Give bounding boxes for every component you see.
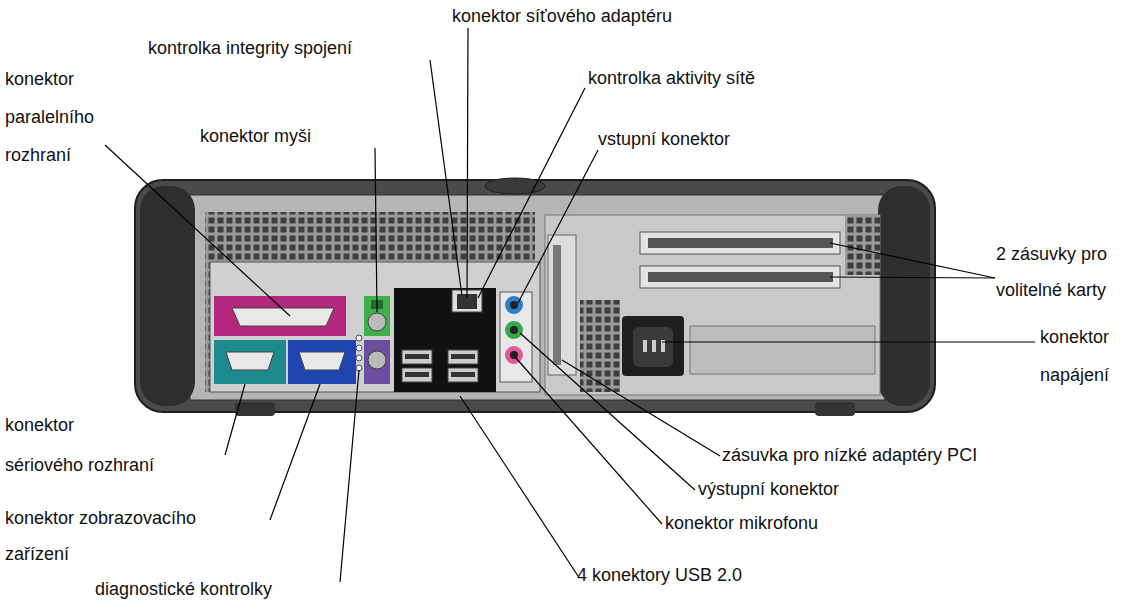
chassis-part <box>205 212 535 392</box>
card-bay-part <box>548 235 576 375</box>
io-panel-part <box>448 350 478 364</box>
chassis-part <box>878 186 930 406</box>
io-panel-part <box>510 351 518 359</box>
chassis-part <box>235 402 275 416</box>
callout-label: konektor zobrazovacího zařízení <box>5 500 205 572</box>
io-panel-part <box>510 326 518 334</box>
io-panel-part <box>368 351 386 369</box>
leader-lines-part <box>662 341 1035 342</box>
card-bay-part <box>553 245 561 365</box>
io-panel-part <box>500 292 532 382</box>
io-panel-part <box>394 288 496 392</box>
io-panel-part <box>214 340 286 384</box>
callout-label: konektor síťového adaptéru <box>452 4 752 28</box>
card-bay-part <box>545 215 880 395</box>
callout-label: konektor mikrofonu <box>665 511 925 535</box>
io-panel-part <box>210 262 540 392</box>
card-bay-part <box>640 232 840 254</box>
chassis-part <box>140 186 195 406</box>
power-connector-part <box>690 326 875 374</box>
callout-label: konektor myši <box>200 124 400 148</box>
power-connector-part <box>652 340 656 352</box>
chassis-part <box>135 180 935 412</box>
callout-label: 2 zásuvky pro volitelné karty <box>996 236 1129 308</box>
io-panel-part <box>288 340 356 384</box>
power-connector-part <box>643 340 647 352</box>
leader-lines-part <box>478 88 585 298</box>
callout-label: kontrolka aktivity sítě <box>588 66 848 90</box>
io-panel-part <box>451 372 475 377</box>
io-panel <box>210 262 540 392</box>
chassis-part <box>815 402 855 416</box>
callout-label: výstupní konektor <box>698 477 958 501</box>
card-bay-part <box>648 272 833 282</box>
io-panel-part <box>405 354 429 359</box>
card-bay <box>545 215 880 395</box>
leader-lines-part <box>375 148 377 312</box>
io-panel-part <box>232 308 334 326</box>
leader-lines-part <box>225 384 245 455</box>
callout-label: zásuvka pro nízké adaptéry PCI <box>722 443 1082 467</box>
io-panel-part <box>356 355 362 361</box>
card-bay-part <box>580 300 620 392</box>
io-panel-part <box>226 352 274 370</box>
callout-label: konektor sériového rozhraní <box>5 405 155 485</box>
callout-label: vstupní konektor <box>598 127 818 151</box>
io-panel-part <box>505 321 523 339</box>
io-panel-part <box>368 313 386 331</box>
leader-lines-part <box>460 396 578 576</box>
card-bay-part <box>640 266 840 288</box>
leader-lines-part <box>516 358 662 524</box>
io-panel-part <box>356 345 362 351</box>
leader-lines-part <box>430 60 462 296</box>
callout-label: kontrolka integrity spojení <box>148 36 448 60</box>
leader-lines-part <box>520 333 695 490</box>
io-panel-part <box>356 335 362 341</box>
io-panel-part <box>405 372 429 377</box>
callout-label: diagnostické kontrolky <box>95 577 355 601</box>
io-panel-part <box>510 301 518 309</box>
leader-lines-part <box>830 277 995 278</box>
leader-lines-part <box>340 370 359 582</box>
io-panel-part <box>364 340 390 384</box>
leader-lines <box>105 28 1035 582</box>
power-connector-part <box>622 316 684 376</box>
io-panel-part <box>402 350 432 364</box>
leader-lines-part <box>270 384 320 520</box>
leader-lines-part <box>830 243 995 278</box>
io-panel-part <box>299 352 345 370</box>
leader-lines-part <box>467 28 468 298</box>
callout-label: 4 konektory USB 2.0 <box>577 563 837 587</box>
power-connector <box>622 316 875 376</box>
card-bay-part <box>648 238 833 248</box>
io-panel-part <box>505 346 523 364</box>
io-panel-part <box>402 368 432 382</box>
io-panel-part <box>451 354 475 359</box>
leader-lines-part <box>518 150 598 303</box>
callout-label: konektor paralelního rozhraní <box>5 60 105 174</box>
power-connector-part <box>633 327 673 367</box>
io-panel-part <box>448 368 478 382</box>
chassis-part <box>190 195 885 400</box>
chassis-part <box>485 178 545 194</box>
leader-lines-part <box>105 145 290 316</box>
card-bay-part <box>845 215 880 275</box>
io-panel-part <box>214 296 346 336</box>
callout-label: konektor napájení <box>1040 318 1129 394</box>
